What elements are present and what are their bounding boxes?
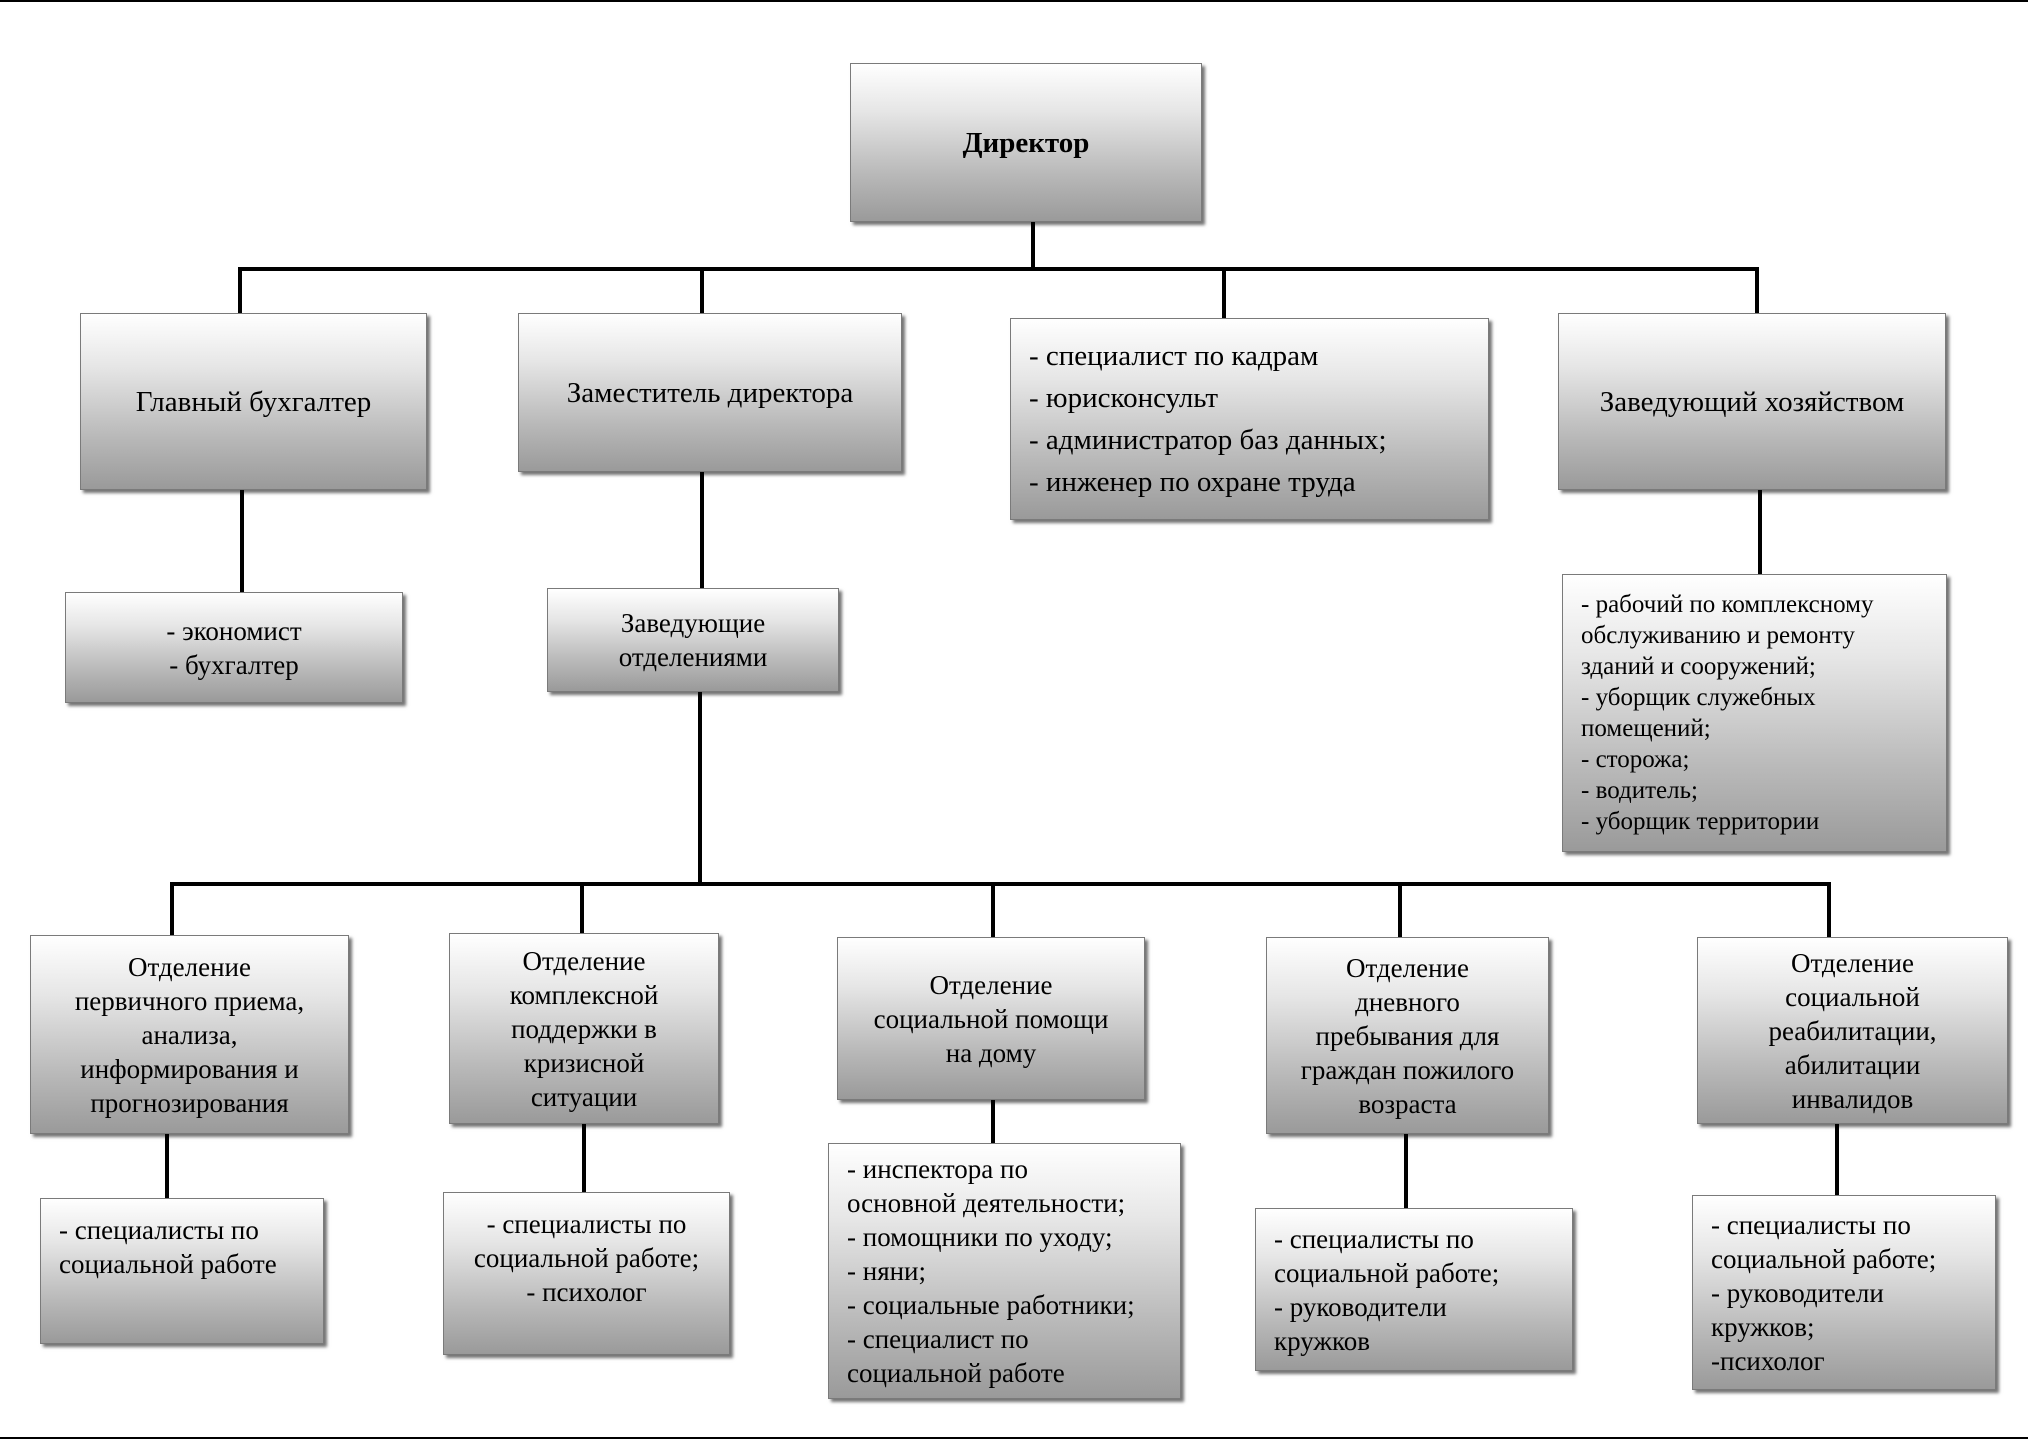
department-heads-box: Заведующие отделениями: [547, 588, 839, 692]
household-staff-list: - рабочий по комплексному обслуживанию и…: [1581, 591, 1874, 835]
department-staff-list-1: - специалисты по социальной работе: [59, 1215, 277, 1279]
department-box-4: Отделение дневного пребывания для гражда…: [1266, 937, 1549, 1134]
chief-accountant-label: Главный бухгалтер: [135, 385, 372, 418]
department-staff-box-4: - специалисты по социальной работе; - ру…: [1255, 1208, 1573, 1371]
household-manager-box: Заведующий хозяйством: [1558, 313, 1946, 490]
deputy-director-box: Заместитель директора: [518, 313, 902, 472]
department-name-4: Отделение дневного пребывания для гражда…: [1300, 952, 1515, 1119]
department-name-5: Отделение социальной реабилитации, абили…: [1768, 947, 1937, 1114]
department-name-3: Отделение социальной помощи на дому: [873, 969, 1109, 1068]
department-heads-label: Заведующие отделениями: [618, 608, 768, 672]
department-box-3: Отделение социальной помощи на дому: [837, 937, 1145, 1100]
top-border-line: [0, 0, 2028, 2]
specialists-box: - специалист по кадрам - юрисконсульт - …: [1010, 318, 1489, 520]
chief-accountant-box: Главный бухгалтер: [80, 313, 427, 490]
deputy-director-label: Заместитель директора: [566, 376, 854, 409]
department-name-1: Отделение первичного приема, анализа, ин…: [74, 951, 305, 1118]
department-box-2: Отделение комплексной поддержки в кризис…: [449, 933, 719, 1124]
department-staff-box-3: - инспектора по основной деятельности; -…: [828, 1143, 1181, 1399]
department-staff-box-1: - специалисты по социальной работе: [40, 1198, 324, 1344]
department-box-5: Отделение социальной реабилитации, абили…: [1697, 937, 2008, 1124]
department-box-1: Отделение первичного приема, анализа, ин…: [30, 935, 349, 1134]
department-name-2: Отделение комплексной поддержки в кризис…: [509, 945, 659, 1112]
chief-accountant-staff-list: - экономист - бухгалтер: [166, 615, 302, 680]
department-staff-box-2: - специалисты по социальной работе; - пс…: [443, 1192, 730, 1355]
household-staff-box: - рабочий по комплексному обслуживанию и…: [1562, 574, 1947, 852]
department-staff-list-2: - специалисты по социальной работе; - пс…: [473, 1209, 700, 1307]
department-staff-list-4: - специалисты по социальной работе; - ру…: [1274, 1223, 1500, 1356]
department-staff-list-5: - специалисты по социальной работе; - ру…: [1711, 1209, 1937, 1376]
department-staff-list-3: - инспектора по основной деятельности; -…: [847, 1154, 1135, 1388]
chief-accountant-staff-box: - экономист - бухгалтер: [65, 592, 403, 703]
department-staff-box-5: - специалисты по социальной работе; - ру…: [1692, 1195, 1996, 1390]
director-label: Директор: [962, 126, 1090, 159]
director-box: Директор: [850, 63, 1202, 222]
specialists-list: - специалист по кадрам - юрисконсульт - …: [1029, 340, 1387, 498]
bottom-border-line: [0, 1437, 2028, 1439]
household-manager-label: Заведующий хозяйством: [1599, 385, 1905, 418]
